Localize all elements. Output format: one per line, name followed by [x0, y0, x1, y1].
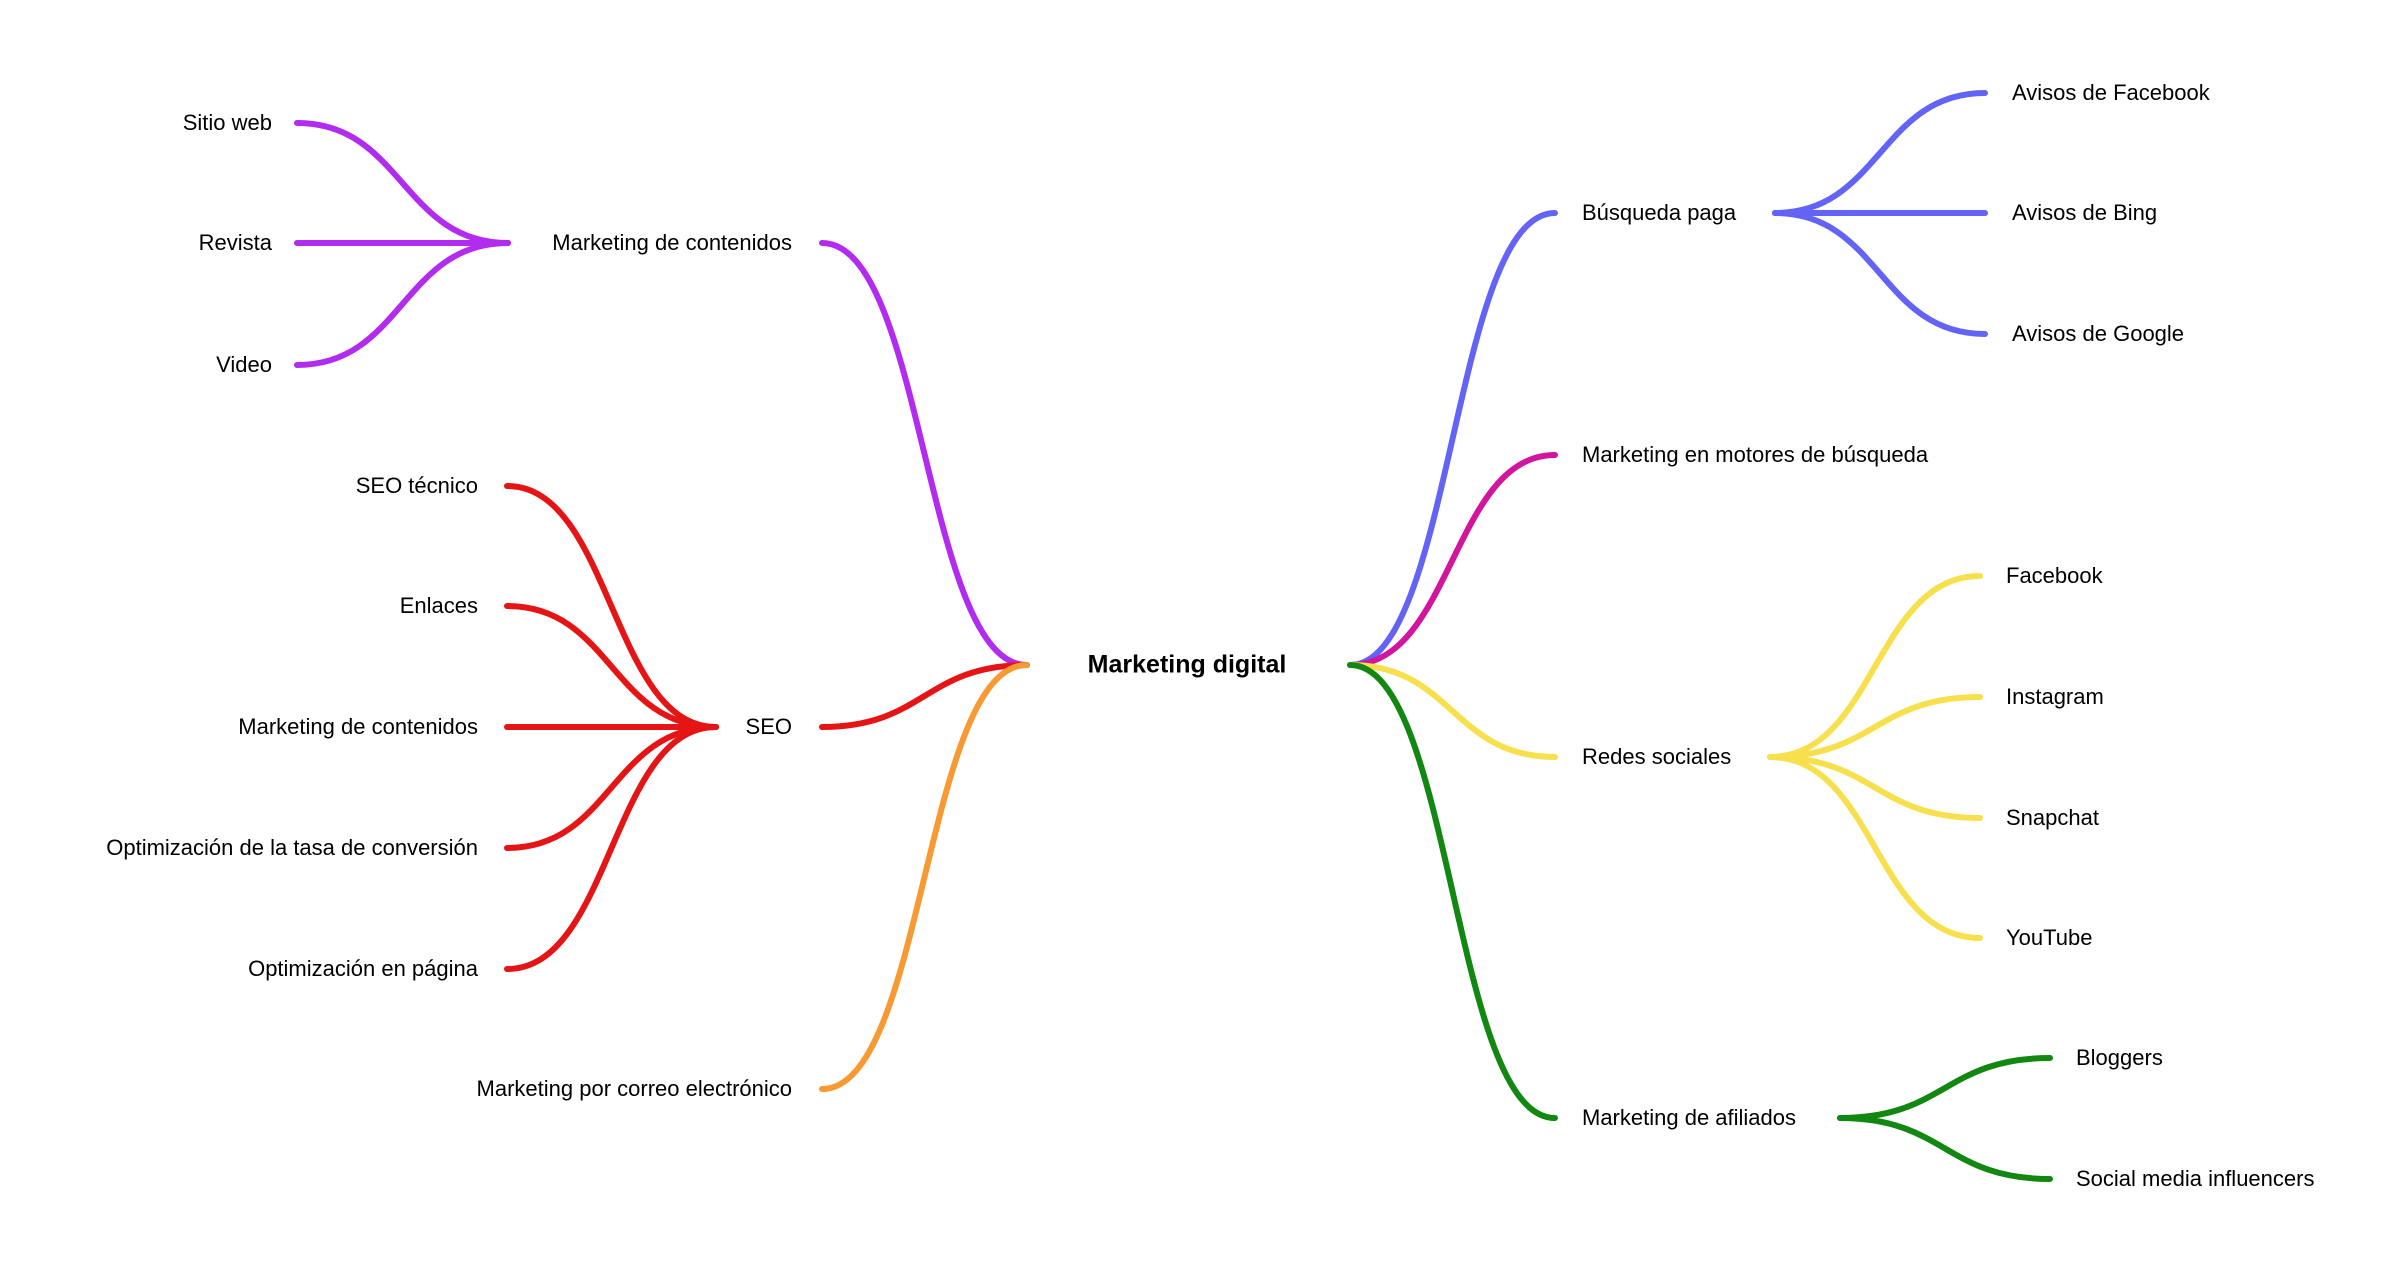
- connector-branch-1-child-1: [294, 120, 511, 246]
- branch-topic-1[interactable]: Marketing de contenidos: [552, 230, 792, 255]
- subtopic-2-3[interactable]: Marketing de contenidos: [238, 714, 478, 739]
- connector-branch-2-child-4: [504, 724, 719, 851]
- connector-branch-7-child-2: [1837, 1115, 2053, 1182]
- connector-root-to-branch-6: [1347, 662, 1558, 760]
- connector-branch-6-child-1: [1767, 573, 1983, 760]
- subtopic-2-5[interactable]: Optimización en página: [248, 956, 478, 981]
- subtopic-6-2[interactable]: Instagram: [2006, 684, 2104, 709]
- subtopic-4-2[interactable]: Avisos de Bing: [2012, 200, 2158, 225]
- branch-topic-6[interactable]: Redes sociales: [1582, 744, 1732, 769]
- connector-root-to-branch-3: [819, 662, 1030, 1092]
- connector-branch-2-child-2: [504, 603, 719, 730]
- connector-branch-6-child-2: [1767, 694, 1983, 760]
- branch-topic-2[interactable]: SEO: [745, 714, 792, 739]
- subtopic-1-2[interactable]: Revista: [198, 230, 272, 255]
- subtopic-1-3[interactable]: Video: [216, 352, 272, 377]
- subtopic-6-1[interactable]: Facebook: [2006, 563, 2103, 588]
- subtopic-2-2[interactable]: Enlaces: [399, 593, 478, 618]
- connector-branch-6-child-4: [1767, 754, 1983, 941]
- subtopic-7-1[interactable]: Bloggers: [2076, 1045, 2163, 1070]
- subtopic-4-3[interactable]: Avisos de Google: [2012, 321, 2185, 346]
- connector-branch-2-child-5: [504, 724, 719, 972]
- branch-topic-7[interactable]: Marketing de afiliados: [1582, 1105, 1797, 1130]
- root-topic[interactable]: Marketing digital: [1087, 650, 1287, 679]
- connector-branch-1-child-3: [294, 240, 511, 368]
- connector-root-to-branch-4: [1347, 210, 1558, 668]
- connector-branch-4-child-3: [1772, 210, 1988, 337]
- connector-branch-2-child-1: [504, 483, 719, 730]
- connector-branch-4-child-1: [1772, 90, 1988, 216]
- branch-topic-3[interactable]: Marketing por correo electrónico: [476, 1076, 792, 1101]
- subtopic-4-1[interactable]: Avisos de Facebook: [2012, 80, 2210, 105]
- subtopic-2-4[interactable]: Optimización de la tasa de conversión: [106, 835, 478, 860]
- subtopic-1-1[interactable]: Sitio web: [182, 110, 272, 135]
- connector-branch-6-child-3: [1767, 754, 1983, 821]
- branch-topic-5[interactable]: Marketing en motores de búsqueda: [1582, 442, 1929, 467]
- subtopic-7-2[interactable]: Social media influencers: [2076, 1166, 2315, 1191]
- connector-root-to-branch-5: [1347, 452, 1558, 668]
- connector-root-to-branch-1: [819, 240, 1030, 668]
- subtopic-6-4[interactable]: YouTube: [2006, 925, 2093, 950]
- connector-root-to-branch-7: [1347, 662, 1558, 1121]
- branch-topic-4[interactable]: Búsqueda paga: [1582, 200, 1737, 225]
- subtopic-2-1[interactable]: SEO técnico: [355, 473, 478, 498]
- connector-branch-7-child-1: [1837, 1055, 2053, 1121]
- subtopic-6-3[interactable]: Snapchat: [2006, 805, 2099, 830]
- connector-root-to-branch-2: [819, 662, 1030, 730]
